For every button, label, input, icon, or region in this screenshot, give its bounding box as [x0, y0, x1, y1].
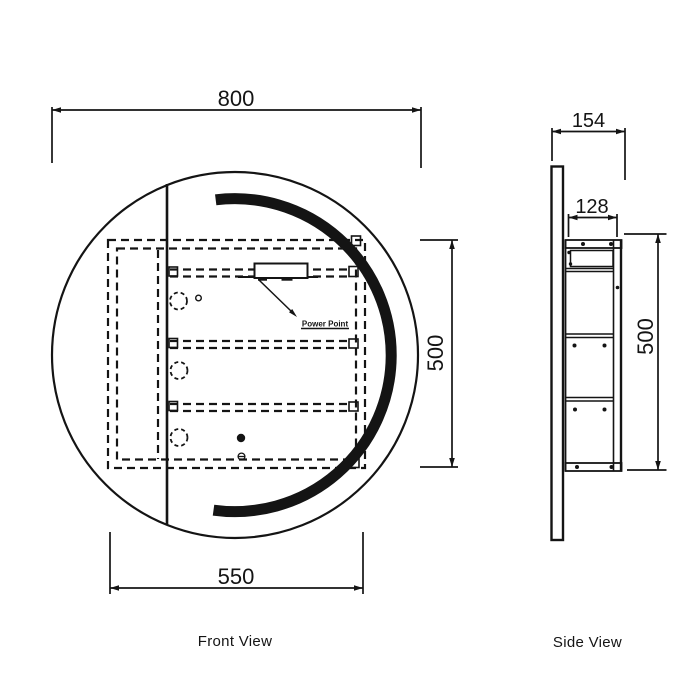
- dimension-overall-width: 800: [51, 86, 422, 168]
- sensor-dot: [236, 433, 246, 443]
- front-view-label: Front View: [198, 633, 272, 650]
- driver-compartment: [569, 249, 614, 268]
- dimension-cabinet-width: 550: [109, 532, 364, 594]
- back-panel-screw: [615, 285, 620, 290]
- small-fixing-circle: [194, 294, 202, 302]
- cabinet-side: [564, 239, 623, 472]
- dimension-cabinet-height-front: 500: [420, 239, 458, 468]
- power-point-arrowhead: [289, 309, 297, 317]
- side-view: 154 128 500 Side View: [550, 110, 667, 651]
- front-view: Power Point 800 550 50: [50, 86, 458, 650]
- mirror-circle-outline: [50, 170, 420, 540]
- led-strip-arc: [212, 193, 397, 518]
- power-point: Power Point: [238, 262, 349, 330]
- dimension-cabinet-height-side: 500: [624, 233, 667, 471]
- hinge-circles-dashed: [169, 291, 189, 447]
- cabinet-shelves-side: [565, 333, 614, 412]
- power-point-label: Power Point: [302, 320, 349, 329]
- dim-128-text: 128: [575, 196, 608, 218]
- dim-154-text: 154: [572, 110, 605, 132]
- cabinet-inner-outline-dashed: [115, 247, 358, 461]
- side-view-label: Side View: [553, 634, 622, 651]
- dimension-overall-depth: 154: [551, 110, 626, 180]
- cabinet-outline-dashed: [106, 238, 367, 470]
- power-point-box: [253, 262, 309, 279]
- cabinet-top-plate: [564, 239, 623, 249]
- switch-glyph: [237, 452, 246, 461]
- shelf-clips: [168, 235, 362, 469]
- dim-500-front-text: 500: [423, 335, 448, 372]
- mirror-panel-side: [550, 165, 565, 542]
- shelf-lines-dashed: [170, 268, 350, 413]
- cabinet-bottom-plate: [564, 462, 623, 472]
- dim-500-side-text: 500: [633, 318, 658, 355]
- power-point-leader-line: [258, 279, 293, 313]
- dimension-cabinet-depth: 128: [567, 196, 618, 237]
- dim-550-text: 550: [218, 564, 255, 589]
- dim-800-text: 800: [218, 86, 255, 111]
